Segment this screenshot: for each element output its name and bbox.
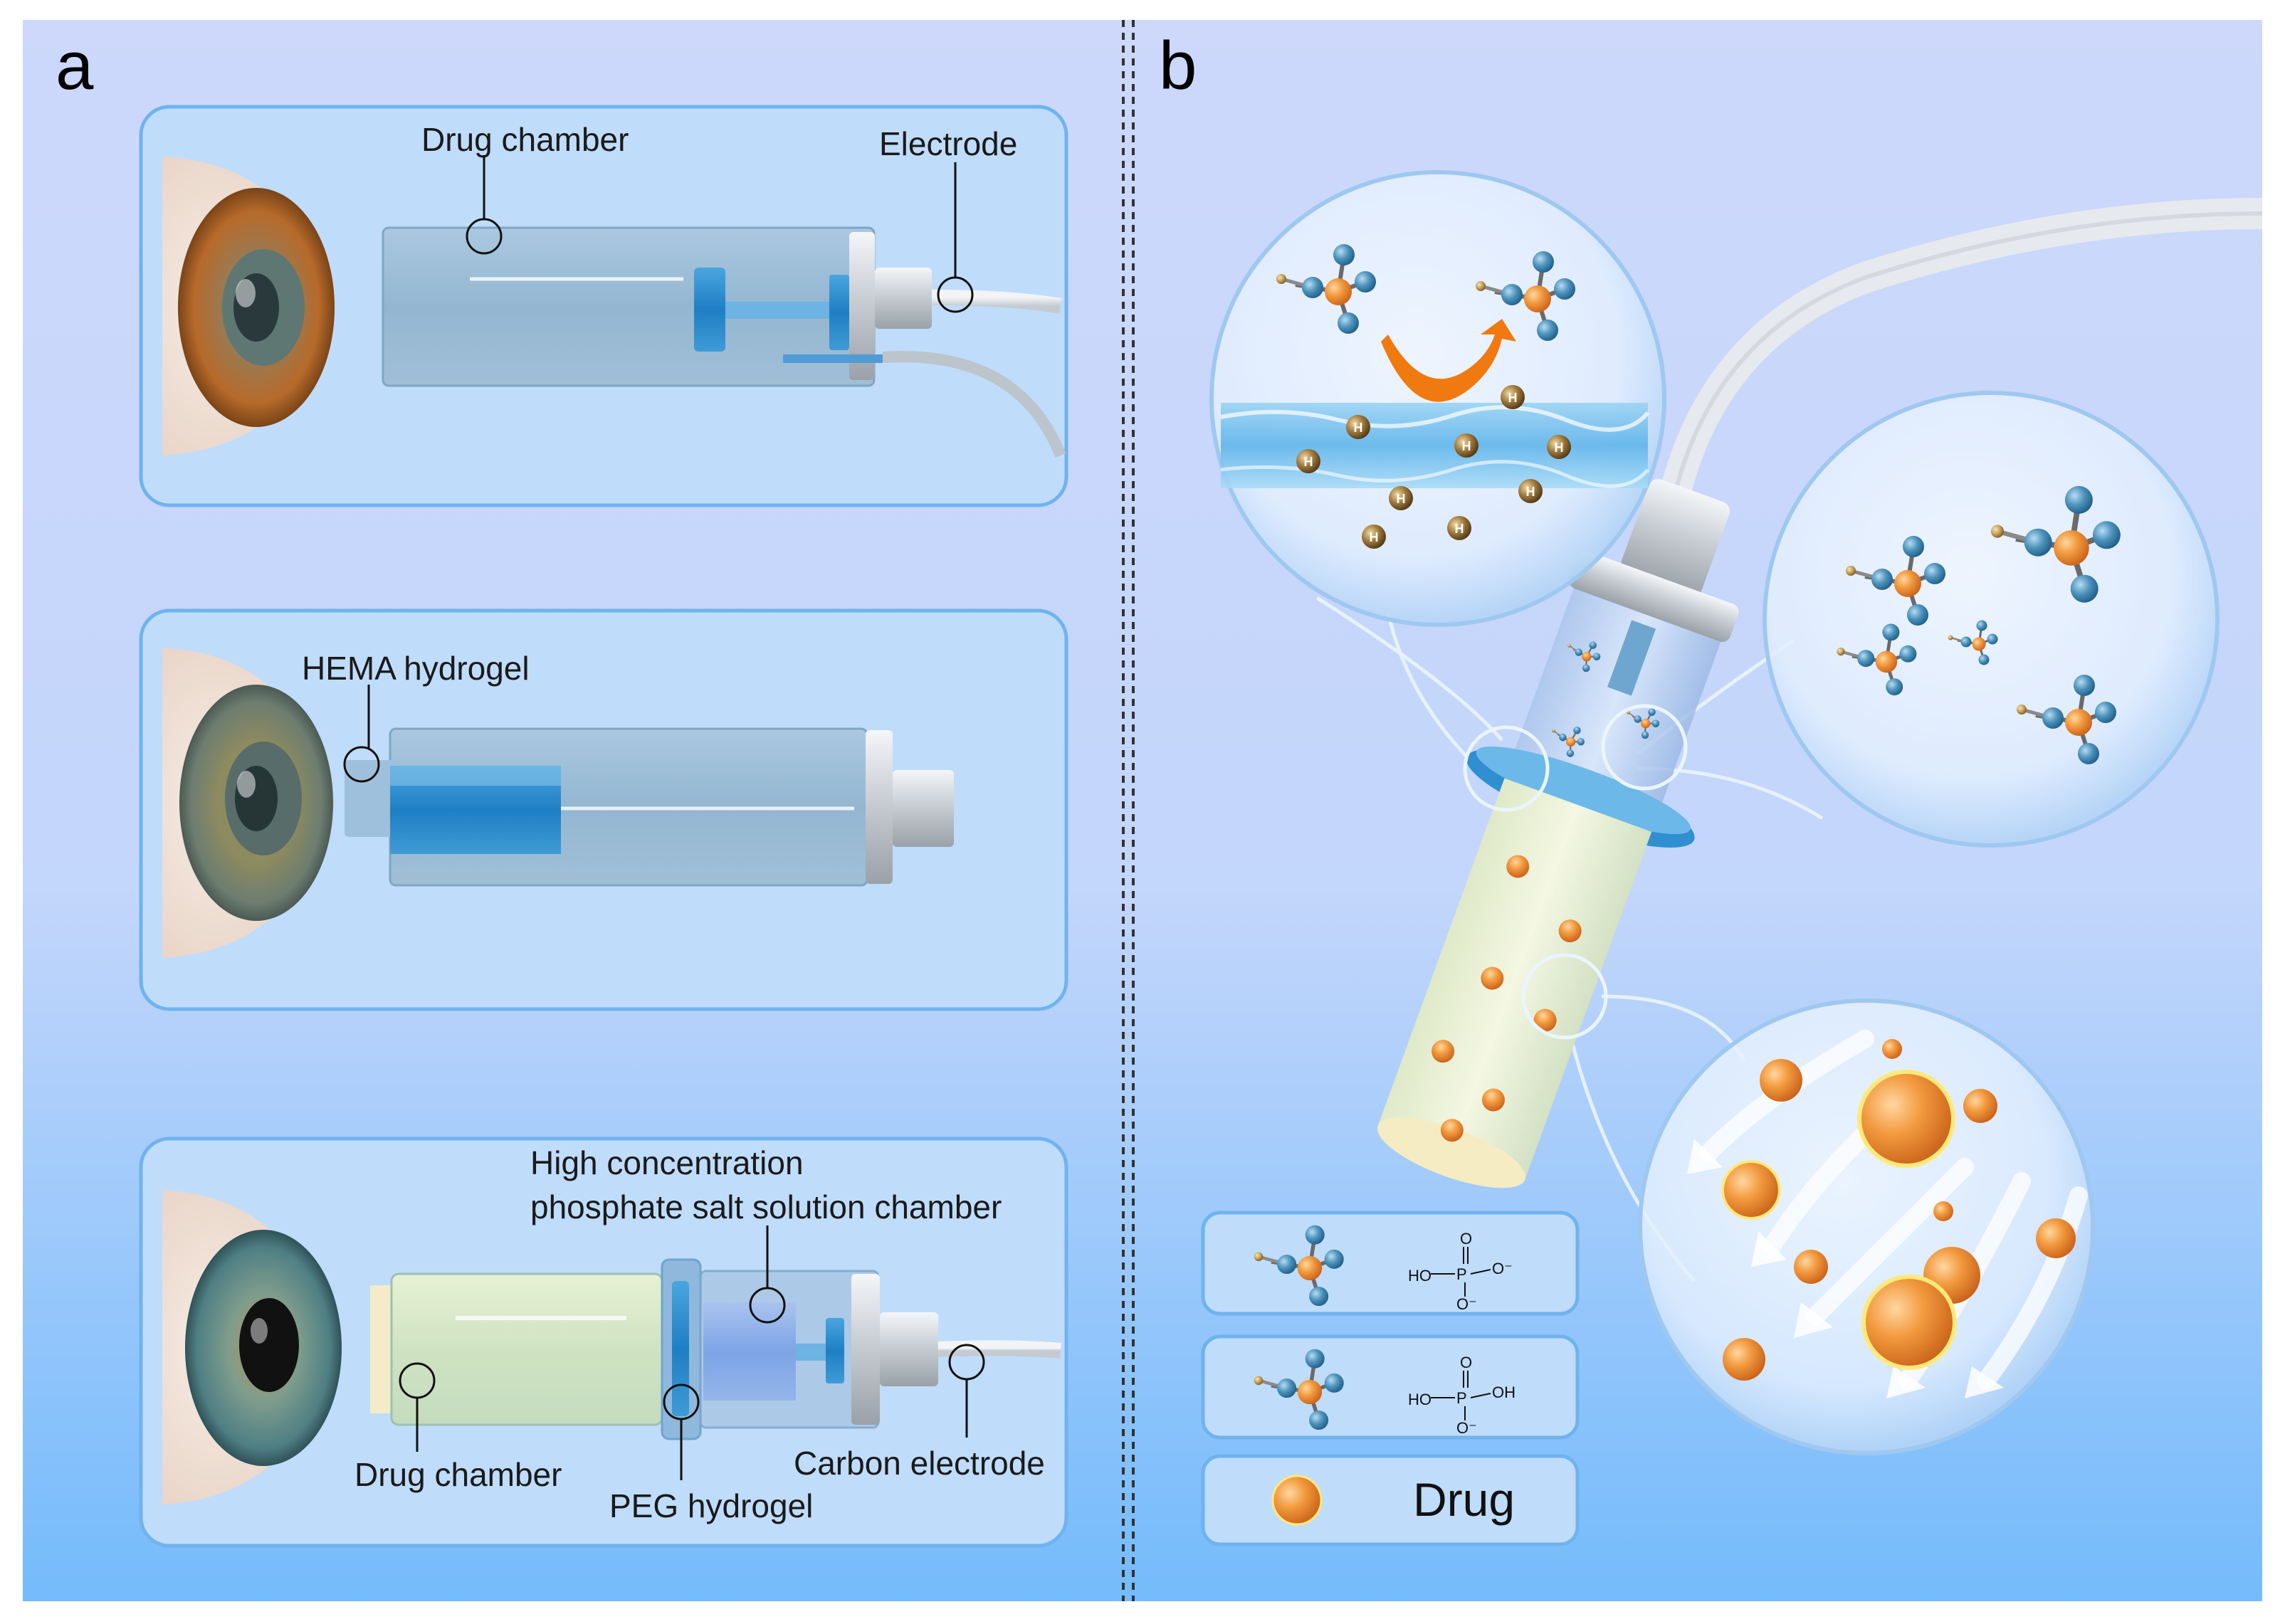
eye-3 xyxy=(162,1190,342,1504)
device-2 xyxy=(345,727,1061,887)
label-drug-chamber-3: Drug chamber xyxy=(354,1456,562,1493)
legend1-o-right: O⁻ xyxy=(1492,1260,1513,1277)
panel-a-letter: a xyxy=(56,28,94,104)
legend-row-drug: Drug xyxy=(1201,1454,1580,1546)
label-drug-chamber-1: Drug chamber xyxy=(421,121,629,158)
legend-row-phosphate: HO P O O⁻ O⁻ xyxy=(1201,1211,1580,1316)
eye-1 xyxy=(162,157,335,455)
panel-a-box-3: High concentration phosphate salt soluti… xyxy=(139,1137,1068,1548)
proton-arrow xyxy=(1381,319,1516,402)
legend2-o-top: O xyxy=(1460,1354,1472,1371)
legend2-o-bottom: O⁻ xyxy=(1456,1419,1477,1437)
legend-drug-icon xyxy=(1271,1475,1323,1526)
legend1-p: P xyxy=(1456,1265,1467,1283)
focus-ring-mid xyxy=(1601,704,1688,791)
focus-ring-bottom xyxy=(1521,953,1608,1040)
label-electrode-1: Electrode xyxy=(879,125,1017,162)
label-carbon-electrode: Carbon electrode xyxy=(794,1445,1045,1482)
panel-b-letter: b xyxy=(1159,28,1197,104)
focus-ring-top xyxy=(1463,725,1550,812)
legend: HO P O O⁻ O⁻ HO P O OH O⁻ xyxy=(1201,1211,1580,1546)
bubble-drug-release xyxy=(1638,998,2095,1455)
label-hema-hydrogel: HEMA hydrogel xyxy=(302,650,530,687)
bubble-molecules xyxy=(1763,391,2220,848)
legend2-p: P xyxy=(1456,1389,1467,1407)
legend1-o-bottom: O⁻ xyxy=(1456,1295,1477,1313)
legend1-o-top: O xyxy=(1460,1230,1472,1248)
legend2-ho: HO xyxy=(1408,1391,1432,1408)
panel-a-box-2: HEMA hydrogel xyxy=(139,608,1068,1011)
device-1 xyxy=(382,226,1066,458)
bubble-membrane xyxy=(1209,170,1666,627)
eye-2 xyxy=(162,648,335,958)
label-peg-hydrogel: PEG hydrogel xyxy=(609,1487,813,1524)
legend-drug-label: Drug xyxy=(1413,1473,1515,1526)
legend-row-hydrogen-phosphate: HO P O OH O⁻ xyxy=(1201,1334,1580,1440)
legend1-ho: HO xyxy=(1408,1267,1432,1285)
label-high-conc-line2: phosphate salt solution chamber xyxy=(530,1188,1002,1225)
legend2-oh: OH xyxy=(1492,1383,1516,1401)
label-high-conc-line1: High concentration xyxy=(530,1144,804,1181)
device-tilted xyxy=(1377,478,1739,1188)
device-3 xyxy=(370,1258,1061,1440)
panel-a-box-1: Drug chamber Electrode xyxy=(139,105,1068,507)
